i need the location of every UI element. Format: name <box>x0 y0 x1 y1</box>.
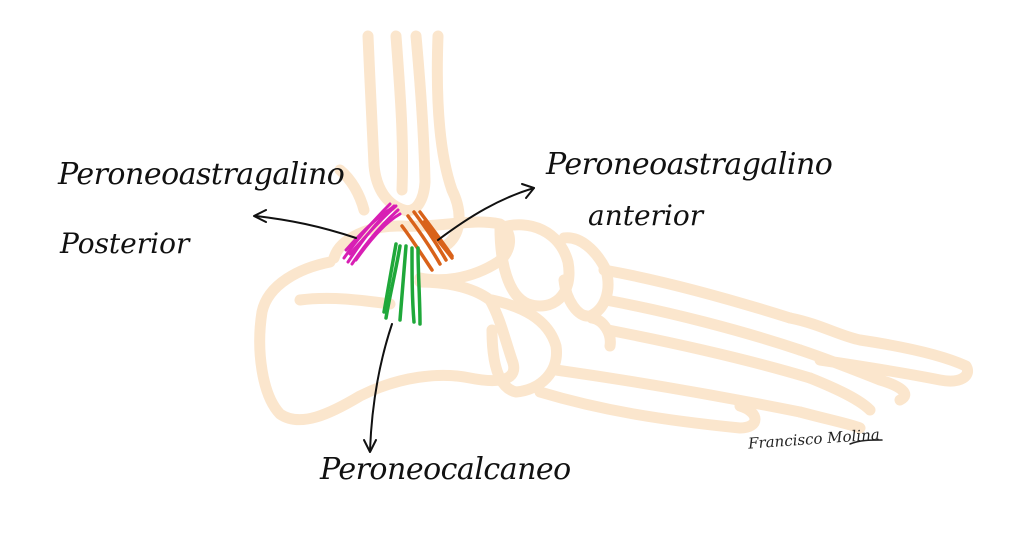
signature-flourish <box>849 439 883 445</box>
arrow-posterior <box>255 215 357 239</box>
anterior-talofibular-ligament <box>400 210 454 272</box>
label-calcaneofibular: Peroneocalcaneo <box>320 452 571 487</box>
metatarsals <box>534 264 816 434</box>
navicular <box>494 219 575 312</box>
label-anterior-talofibular: Peroneoastragalino <box>546 147 833 182</box>
phalanges <box>784 312 973 434</box>
label-posterior-talofibular: Peroneoastragalino <box>58 157 345 192</box>
label-anterior-talofibular-line2: anterior <box>588 199 704 232</box>
bones <box>254 30 973 434</box>
arrow-anterior <box>437 187 535 241</box>
label-posterior-talofibular-line2: Posterior <box>60 227 190 260</box>
calcaneus <box>254 256 520 426</box>
arrow-calcaneofibular <box>369 323 393 451</box>
leader-arrows <box>253 183 535 453</box>
posterior-talofibular-ligament <box>342 202 402 266</box>
tibia <box>362 30 431 217</box>
cuboid <box>486 294 562 398</box>
calcaneofibular-ligament <box>382 242 422 326</box>
